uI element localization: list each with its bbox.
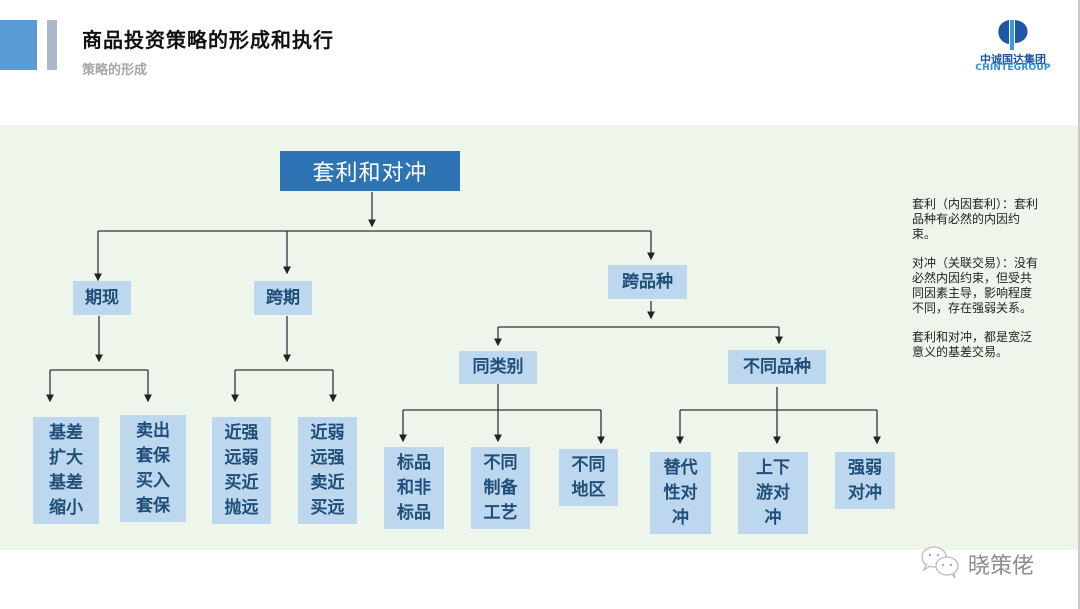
node-qixian: 期现 (73, 281, 131, 315)
leaf-biaopin: 标品 和非 标品 (384, 447, 444, 529)
page-subtitle: 策略的形成 (82, 63, 148, 78)
leaf-line: 远弱 (224, 447, 259, 468)
logo-chinese-text: 中诚国达集团 (980, 53, 1046, 66)
leaf-line: 制备 (483, 477, 518, 498)
slide-edge (1078, 0, 1080, 609)
leaf-jicha: 基差 扩大 基差 缩小 (33, 417, 99, 524)
logo-english-text: CHINTEGROUP (975, 63, 1051, 73)
header-accent-bar (0, 20, 37, 70)
leaf-line: 地区 (571, 479, 606, 500)
leaf-line: 抛远 (224, 497, 259, 518)
leaf-line: 买远 (310, 497, 345, 518)
leaf-line: 近强 (224, 422, 259, 443)
leaf-line: 套保 (136, 495, 170, 516)
leaf-line: 买入 (136, 470, 170, 491)
leaf-shangxiayou-duichong: 上下 游对 冲 (738, 452, 808, 534)
leaf-line: 游对 (756, 482, 790, 503)
leaf-line: 卖出 (136, 420, 170, 441)
leaf-line: 缩小 (49, 497, 83, 518)
leaf-tidai-duichong: 替代 性对 冲 (650, 452, 711, 534)
leaf-line: 远强 (310, 447, 345, 468)
leaf-jinruo-yuanqiang: 近弱 远强 卖近 买远 (298, 417, 357, 524)
node-kuapinzhong: 跨品种 (608, 265, 687, 299)
node-kuaqi: 跨期 (254, 281, 312, 315)
watermark-text: 晓策佬 (968, 554, 1035, 579)
leaf-line: 强弱 (848, 457, 882, 478)
header-accent-bar-secondary (47, 20, 57, 70)
page-title: 商品投资策略的形成和执行 (82, 28, 334, 52)
leaf-line: 对冲 (848, 482, 882, 503)
leaf-zhibei-gongyi: 不同 制备 工艺 (471, 447, 530, 529)
leaf-taobao: 卖出 套保 买入 套保 (120, 415, 186, 522)
leaf-line: 扩大 (49, 447, 83, 468)
chintegroup-logo-icon (998, 20, 1028, 50)
notes-panel: 套利（内因套利）：套利品种有必然的内因约束。 对冲（关联交易）：没有必然内因约束… (912, 197, 1042, 374)
wechat-icon (921, 546, 959, 579)
leaf-butong-diqu: 不同 地区 (559, 449, 618, 506)
leaf-line: 套保 (136, 445, 170, 466)
leaf-line: 性对 (663, 482, 698, 503)
node-butong-pinzhong: 不同品种 (728, 350, 826, 384)
leaf-jinqiang-yuanruo: 近强 远弱 买近 抛远 (212, 417, 271, 524)
leaf-line: 近弱 (310, 422, 345, 443)
root-node: 套利和对冲 (280, 151, 460, 191)
leaf-line: 卖近 (310, 472, 345, 493)
leaf-line: 买近 (224, 472, 259, 493)
note-hedging: 对冲（关联交易）：没有必然内因约束，但受共同因素主导，影响程度不同，存在强弱关系… (912, 256, 1039, 315)
leaf-line: 冲 (672, 507, 689, 528)
leaf-line: 上下 (756, 457, 790, 478)
leaf-line: 替代 (663, 457, 698, 478)
leaf-line: 标品 (397, 502, 431, 523)
leaf-line: 不同 (483, 452, 518, 473)
note-arbitrage: 套利（内因套利）：套利品种有必然的内因约束。 (912, 197, 1039, 241)
leaf-qiangruo-duichong: 强弱 对冲 (835, 452, 895, 509)
node-tonglei: 同类别 (459, 351, 537, 384)
leaf-line: 基差 (49, 472, 83, 493)
leaf-line: 冲 (764, 507, 782, 528)
leaf-line: 不同 (571, 454, 606, 475)
leaf-line: 工艺 (483, 502, 518, 523)
note-basis-trading: 套利和对冲，都是宽泛意义的基差交易。 (912, 330, 1033, 359)
leaf-line: 标品 (397, 452, 431, 473)
leaf-line: 基差 (49, 422, 83, 443)
leaf-line: 和非 (397, 477, 431, 498)
